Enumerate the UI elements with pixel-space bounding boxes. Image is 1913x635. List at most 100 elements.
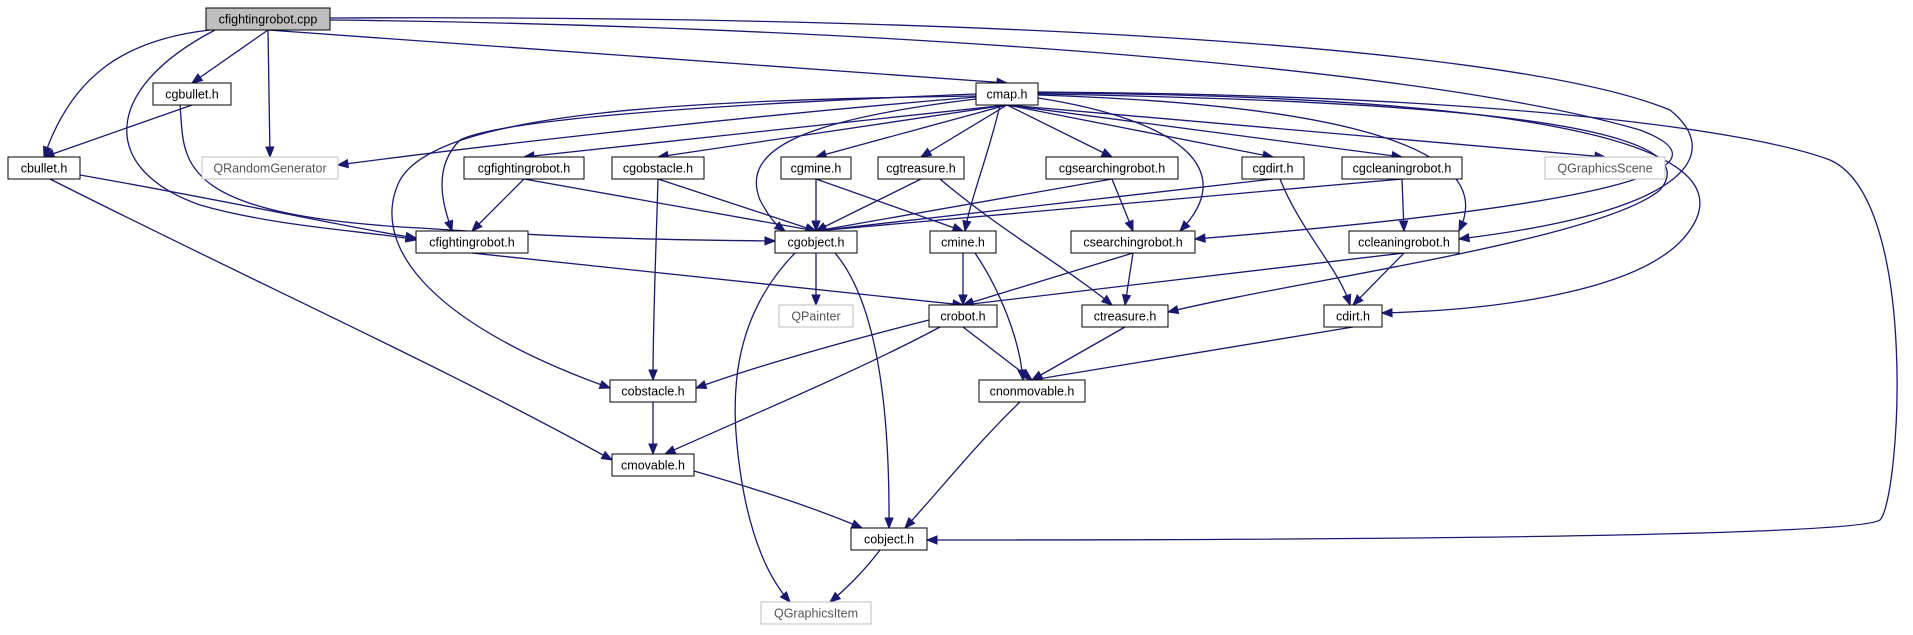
edge-crobot-h-to-cnonmovable-h	[962, 326, 1034, 381]
node-box[interactable]	[978, 379, 1086, 403]
node-box[interactable]	[7, 156, 81, 180]
edge-line	[1006, 104, 1403, 158]
edge-cmap-h-to-qgraphicsscene	[1006, 104, 1607, 161]
edge-arrowhead	[1342, 293, 1352, 307]
edge-arrowhead	[904, 517, 916, 529]
node-cgmine-h[interactable]: cgmine.h	[780, 156, 852, 180]
edge-cdirt-h-to-cnonmovable-h	[1030, 326, 1354, 383]
edge-line	[191, 29, 269, 84]
edge-arrowhead	[1457, 233, 1470, 243]
node-cnonmovable-h[interactable]: cnonmovable.h	[978, 379, 1086, 403]
edge-line	[337, 96, 977, 166]
edge-cmap-h-to-csearchingrobot-h	[1037, 97, 1204, 232]
node-cmap-h[interactable]: cmap.h	[975, 82, 1039, 106]
edge-line	[815, 104, 1008, 158]
node-box[interactable]	[1081, 304, 1169, 328]
node-cgobject-h[interactable]: cgobject.h	[774, 230, 858, 254]
node-box[interactable]	[415, 230, 529, 254]
node-box[interactable]	[760, 601, 872, 625]
edge-arrowhead	[919, 147, 933, 158]
node-cgcleaningrobot-h[interactable]: cgcleaningrobot.h	[1341, 156, 1463, 180]
node-cgtreasure-h[interactable]: cgtreasure.h	[877, 156, 965, 180]
edge-cmap-h-to-qrandomgenerator	[336, 96, 977, 169]
node-cgobstacle-h[interactable]: cgobstacle.h	[611, 156, 705, 180]
edge-line	[657, 104, 1008, 158]
edge-line	[974, 252, 1024, 381]
node-cfightingrobot-cpp[interactable]: cfightingrobot.cpp	[205, 7, 331, 31]
node-box[interactable]	[975, 82, 1039, 106]
node-box[interactable]	[929, 230, 997, 254]
node-box[interactable]	[1544, 156, 1666, 180]
node-box[interactable]	[928, 304, 998, 328]
node-qpainter[interactable]: QPainter	[778, 304, 854, 328]
node-csearchingrobot-h[interactable]: csearchingrobot.h	[1070, 230, 1196, 254]
node-box[interactable]	[609, 379, 697, 403]
node-box[interactable]	[611, 453, 695, 477]
edge-arrowhead	[444, 219, 454, 233]
node-box[interactable]	[1348, 230, 1460, 254]
edges-layer	[42, 17, 1898, 604]
node-qgraphicsitem[interactable]: QGraphicsItem	[760, 601, 872, 625]
node-box[interactable]	[877, 156, 965, 180]
node-cobject-h[interactable]: cobject.h	[850, 527, 928, 551]
node-box[interactable]	[778, 304, 854, 328]
node-box[interactable]	[201, 156, 339, 180]
node-cgbullet-h[interactable]: cgbullet.h	[152, 82, 232, 106]
edge-cbullet-h-to-cmovable-h	[49, 178, 614, 461]
edge-arrowhead	[336, 158, 350, 169]
edge-line	[1006, 104, 1113, 158]
edge-cgbullet-h-to-cbullet-h	[42, 104, 193, 158]
node-box[interactable]	[1070, 230, 1196, 254]
edge-line	[471, 252, 964, 306]
node-label: cgcleaningrobot.h	[1353, 162, 1452, 176]
node-box[interactable]	[611, 156, 705, 180]
edge-line	[1037, 92, 1701, 314]
edge-line	[815, 178, 1274, 232]
edge-cgdirt-h-to-cgobject-h	[814, 178, 1274, 235]
node-box[interactable]	[205, 7, 331, 31]
edge-cgsearchingrobot-h-to-csearchingrobot-h	[1111, 178, 1134, 233]
node-label: QRandomGenerator	[213, 162, 326, 176]
node-box[interactable]	[1341, 156, 1463, 180]
node-label: crobot.h	[940, 310, 985, 324]
node-box[interactable]	[1045, 156, 1179, 180]
node-cfightingrobot-h[interactable]: cfightingrobot.h	[415, 230, 529, 254]
node-box[interactable]	[780, 156, 852, 180]
node-label: cgsearchingrobot.h	[1059, 162, 1165, 176]
node-cbullet-h[interactable]: cbullet.h	[7, 156, 81, 180]
edge-cmine-h-to-crobot-h	[958, 253, 968, 307]
node-box[interactable]	[1323, 304, 1383, 328]
node-box[interactable]	[774, 230, 858, 254]
node-label: cbullet.h	[21, 162, 68, 176]
node-qrandomgenerator[interactable]: QRandomGenerator	[201, 156, 339, 180]
node-cgfightingrobot-h[interactable]: cgfightingrobot.h	[463, 156, 585, 180]
node-cdirt-h[interactable]: cdirt.h	[1323, 304, 1383, 328]
node-crobot-h[interactable]: crobot.h	[928, 304, 998, 328]
edge-line	[1352, 252, 1405, 306]
node-ccleaningrobot-h[interactable]: ccleaningrobot.h	[1348, 230, 1460, 254]
edge-line	[815, 178, 922, 232]
edge-cmap-h-to-cobstacle-h	[391, 95, 977, 389]
edge-arrowhead	[404, 231, 418, 242]
edge-line	[329, 19, 1673, 240]
edge-arrowhead	[1179, 220, 1191, 232]
node-box[interactable]	[463, 156, 585, 180]
node-ctreasure-h[interactable]: ctreasure.h	[1081, 304, 1169, 328]
edge-csearchingrobot-h-to-ctreasure-h	[1121, 252, 1134, 307]
node-box[interactable]	[850, 527, 928, 551]
edge-arrowhead	[648, 369, 658, 382]
node-label: cgdirt.h	[1253, 162, 1294, 176]
node-cobstacle-h[interactable]: cobstacle.h	[609, 379, 697, 403]
node-box[interactable]	[1241, 156, 1305, 180]
edge-arrowhead	[1020, 369, 1034, 381]
node-cgdirt-h[interactable]: cgdirt.h	[1241, 156, 1305, 180]
edge-line	[815, 178, 1113, 232]
node-cmine-h[interactable]: cmine.h	[929, 230, 997, 254]
edge-line	[815, 178, 964, 232]
node-qgraphicsscene[interactable]: QGraphicsScene	[1544, 156, 1666, 180]
edge-line	[1031, 326, 1126, 381]
node-cgsearchingrobot-h[interactable]: cgsearchingrobot.h	[1045, 156, 1179, 180]
node-box[interactable]	[152, 82, 232, 106]
edge-line	[829, 549, 881, 603]
node-cmovable-h[interactable]: cmovable.h	[611, 453, 695, 477]
